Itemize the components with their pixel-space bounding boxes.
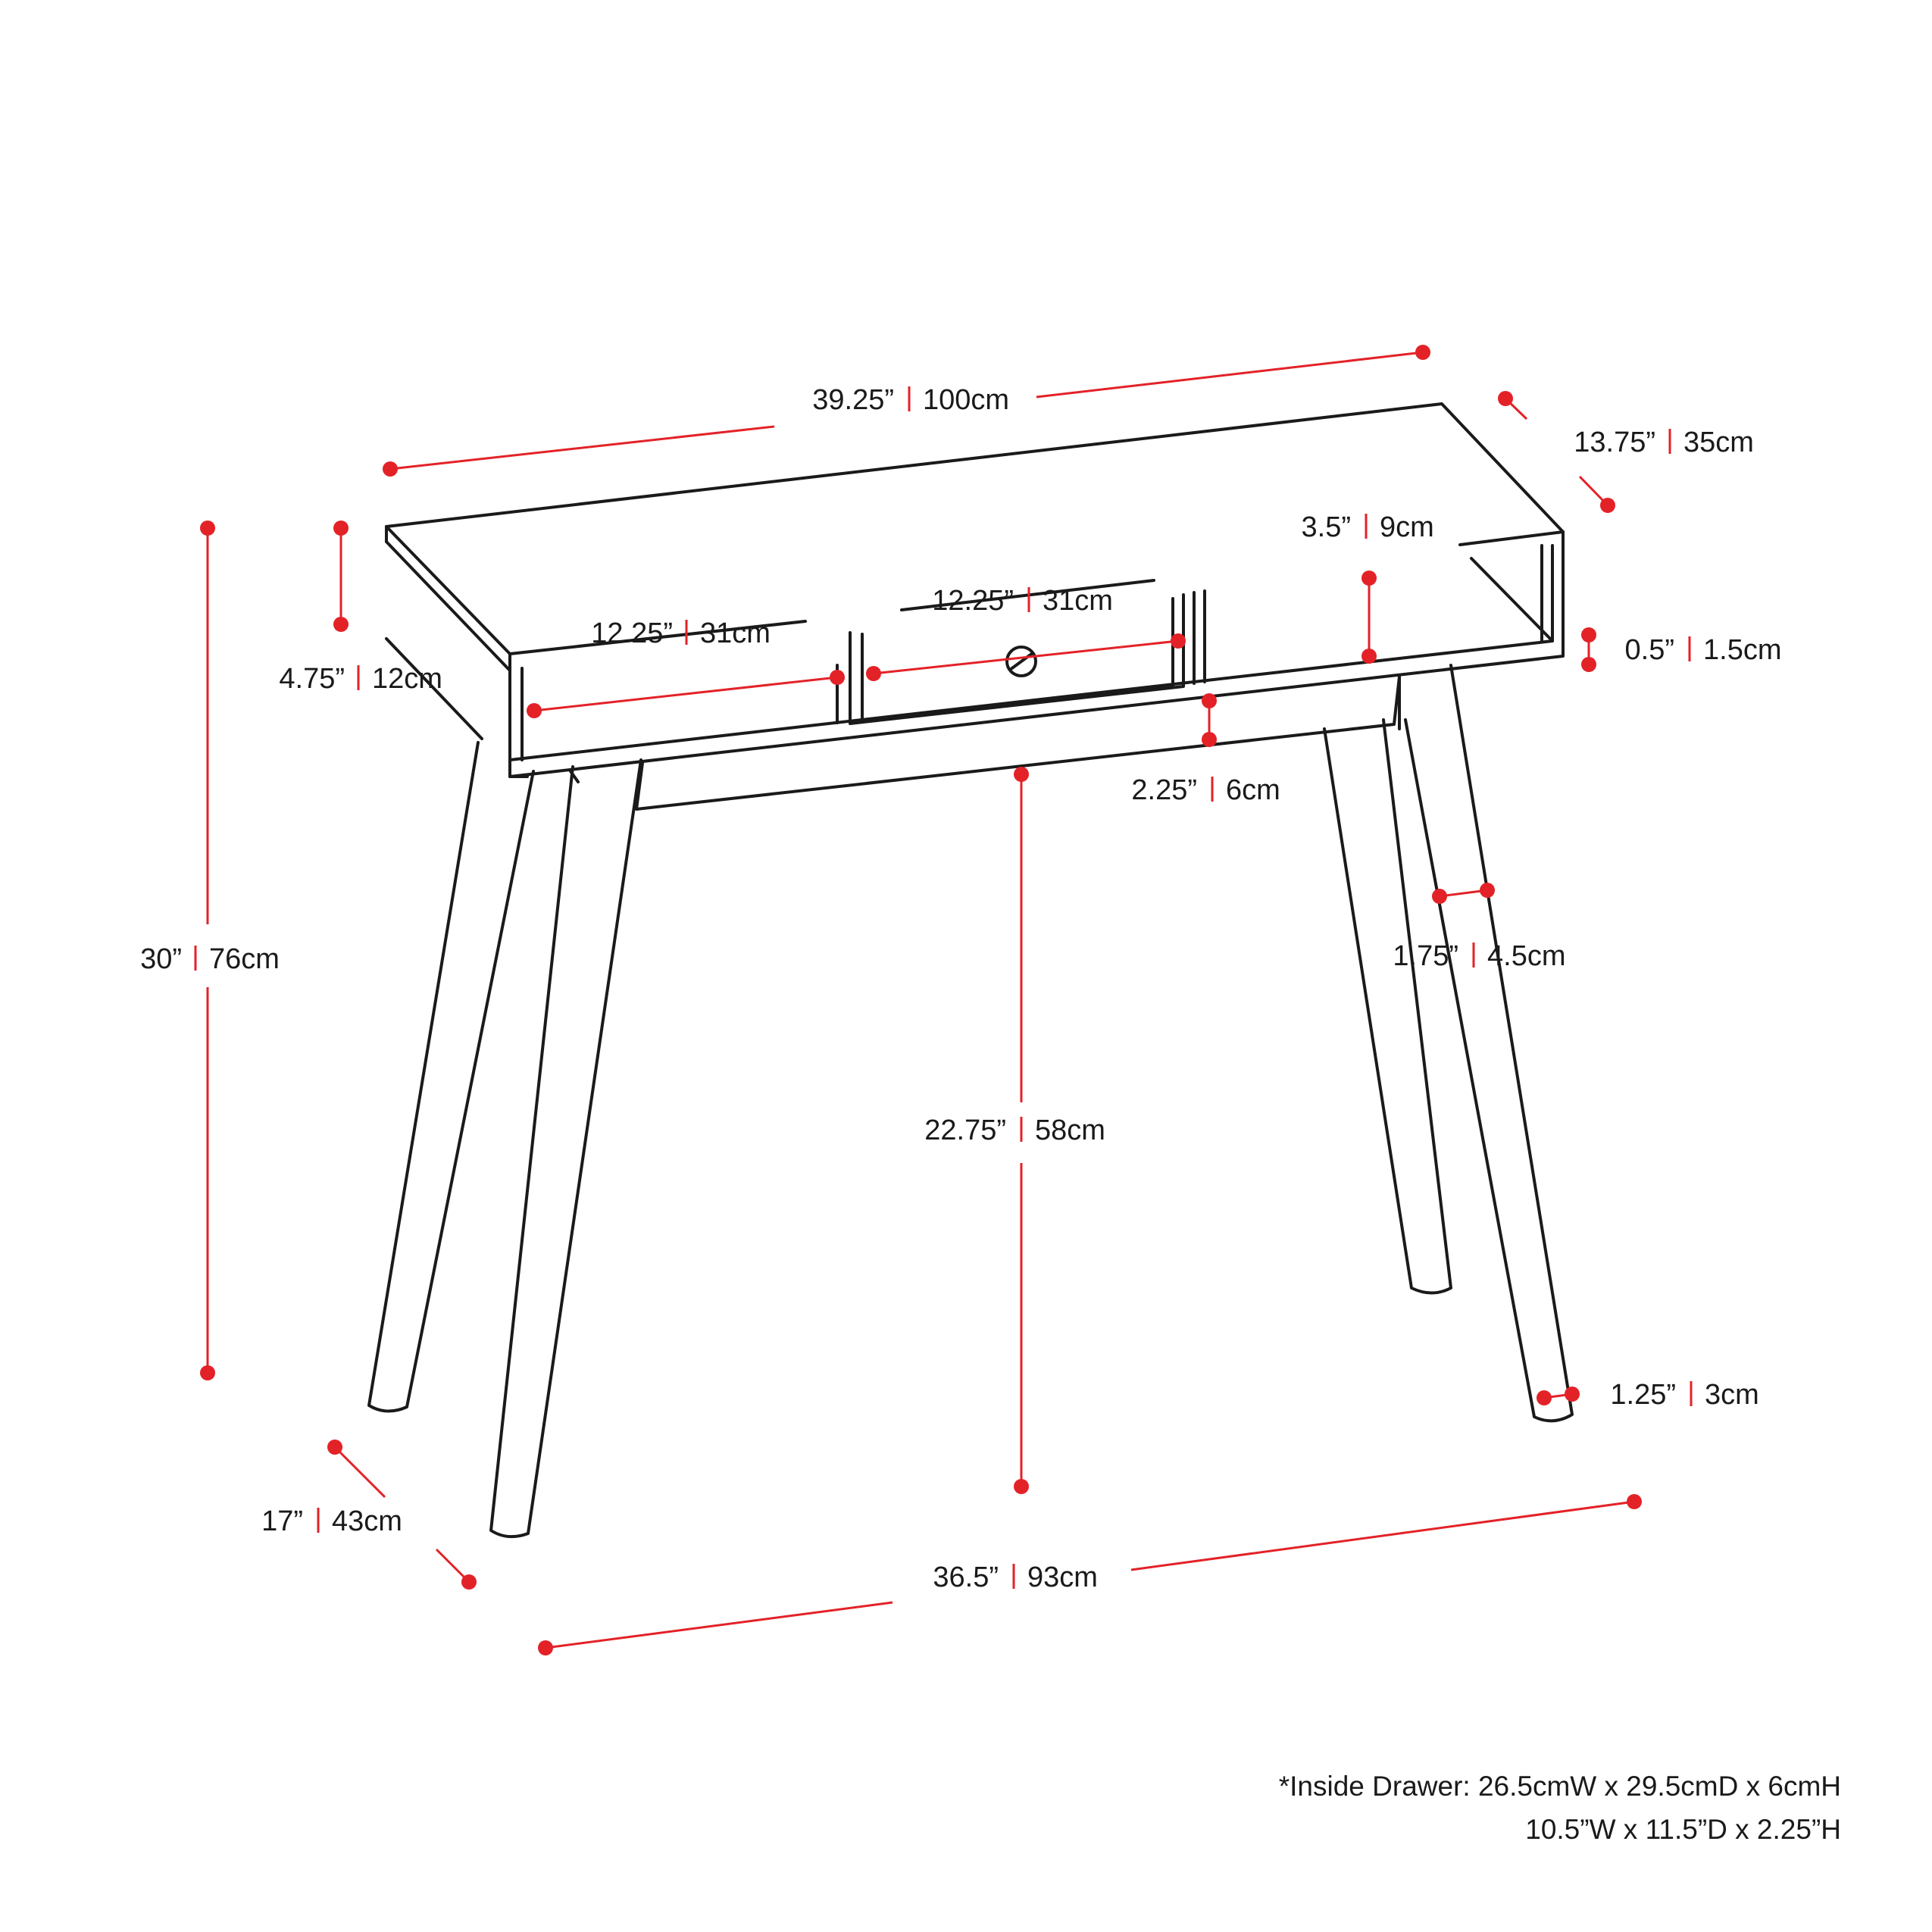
dim-apron-height: [1202, 693, 1217, 747]
leg-clearance-imperial: 22.75”: [924, 1114, 1006, 1146]
dim-leg-span: [538, 1494, 1642, 1655]
dim-leg-top-width: [1432, 883, 1495, 904]
dim-left-opening: [527, 670, 845, 718]
panel-thickness-imperial: 0.5”: [1625, 634, 1674, 666]
label-shelf-height: 3.5” 9cm: [1302, 511, 1434, 543]
cabinet-height-imperial: 4.75”: [279, 663, 345, 695]
dim-top-depth: [1498, 391, 1615, 513]
leg-back-left: [367, 741, 580, 1413]
dim-leg-clearance: [1014, 767, 1029, 1494]
apron: [635, 675, 1401, 811]
dim-cabinet-height: [333, 521, 349, 632]
dim-panel-thickness: [1581, 627, 1596, 672]
shelf-height-metric: 9cm: [1380, 511, 1434, 543]
dimension-labels: 39.25” 100cm 13.75” 35cm 4.75” 12cm 30” …: [140, 384, 1781, 1593]
dim-leg-foot-width: [1537, 1386, 1580, 1405]
top-width-imperial: 39.25”: [812, 384, 894, 416]
dim-total-height: [200, 521, 215, 1380]
open-shelf-left: [385, 637, 839, 740]
cabinet-body: [508, 530, 1565, 778]
label-apron-height: 2.25” 6cm: [1131, 774, 1280, 806]
top-depth-metric: 35cm: [1683, 427, 1754, 458]
leg-top-width-metric: 4.5cm: [1487, 940, 1565, 972]
note-line-metric: *Inside Drawer: 26.5cmW x 29.5cmD x 6cmH: [1279, 1771, 1841, 1802]
leg-foot-width-metric: 3cm: [1705, 1379, 1759, 1411]
leg-front-left: [489, 758, 642, 1539]
drawer-width-imperial: 12.25”: [932, 585, 1014, 617]
top-depth-imperial: 13.75”: [1574, 427, 1655, 458]
apron-height-imperial: 2.25”: [1131, 774, 1197, 806]
leg-span-imperial: 36.5”: [933, 1562, 999, 1593]
leg-foot-width-imperial: 1.25”: [1610, 1379, 1676, 1411]
apron-height-metric: 6cm: [1226, 774, 1280, 806]
note-line-imperial: 10.5”W x 11.5”D x 2.25”H: [1525, 1814, 1841, 1845]
label-left-opening: 12.25” 31cm: [591, 617, 771, 649]
shelf-height-imperial: 3.5”: [1302, 511, 1351, 543]
left-opening-imperial: 12.25”: [591, 617, 673, 649]
label-total-height: 30” 76cm: [140, 943, 280, 975]
label-leg-depth: 17” 43cm: [261, 1505, 402, 1537]
dim-top-width: [383, 345, 1430, 477]
label-panel-thickness: 0.5” 1.5cm: [1625, 634, 1782, 666]
leg-top-width-imperial: 1.75”: [1393, 940, 1458, 972]
label-top-width: 39.25” 100cm: [812, 384, 1009, 416]
inside-drawer-note: *Inside Drawer: 26.5cmW x 29.5cmD x 6cmH…: [1279, 1771, 1841, 1845]
dim-shelf-height: [1361, 571, 1377, 664]
leg-clearance-metric: 58cm: [1035, 1114, 1105, 1146]
cabinet-height-metric: 12cm: [372, 663, 442, 695]
label-leg-foot-width: 1.25” 3cm: [1610, 1379, 1758, 1411]
open-shelf-right: [1193, 544, 1554, 685]
left-opening-metric: 31cm: [700, 617, 771, 649]
top-width-metric: 100cm: [923, 384, 1009, 416]
leg-depth-imperial: 17”: [261, 1505, 303, 1537]
label-top-depth: 13.75” 35cm: [1574, 427, 1754, 458]
total-height-metric: 76cm: [209, 943, 280, 975]
leg-span-metric: 93cm: [1027, 1562, 1098, 1593]
label-leg-clearance: 22.75” 58cm: [924, 1114, 1105, 1146]
label-leg-top-width: 1.75” 4.5cm: [1393, 940, 1565, 972]
label-leg-span: 36.5” 93cm: [933, 1562, 1098, 1593]
total-height-imperial: 30”: [140, 943, 182, 975]
dim-leg-depth: [327, 1440, 477, 1590]
console-table-drawing: [367, 402, 1574, 1539]
leg-back-right: [1323, 718, 1452, 1295]
leg-depth-metric: 43cm: [332, 1505, 402, 1537]
leg-front-right: [1404, 664, 1574, 1423]
label-cabinet-height: 4.75” 12cm: [279, 663, 442, 695]
dim-drawer-width: [866, 633, 1186, 681]
tabletop: [385, 402, 1565, 672]
dimension-lines: [200, 345, 1642, 1655]
drawer-width-metric: 31cm: [1043, 585, 1113, 617]
panel-thickness-metric: 1.5cm: [1703, 634, 1781, 666]
drawer-knob: [1005, 646, 1037, 677]
label-drawer-width: 12.25” 31cm: [932, 585, 1113, 617]
